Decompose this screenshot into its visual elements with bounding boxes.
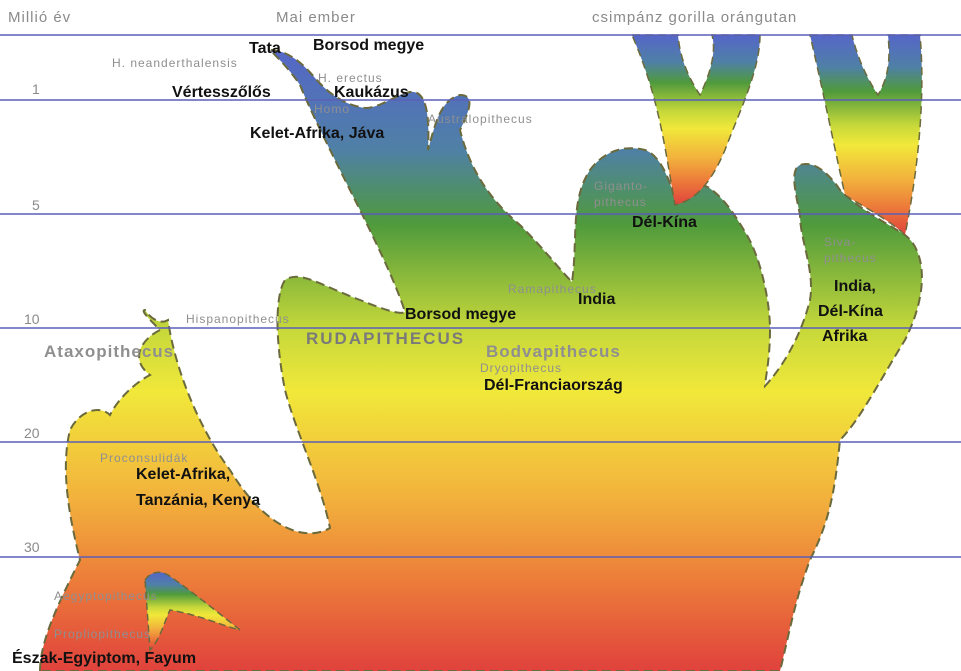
taxon-gigantopithecus-2: pithecus: [594, 196, 647, 209]
taxon-dryopithecus: Dryopithecus: [480, 362, 562, 375]
location-tanzania-kenya: Tanzánia, Kenya: [136, 492, 260, 510]
taxon-gigantopithecus-1: Giganto-: [594, 180, 648, 193]
location-tata: Tata: [249, 40, 281, 58]
location-siva-india: India,: [834, 278, 876, 296]
location-kaukazus: Kaukázus: [334, 84, 409, 102]
y-axis-title: Millió év: [8, 10, 71, 27]
taxon-ataxopithecus: Ataxopithecus: [44, 343, 174, 362]
location-eszak-egyiptom: Észak-Egyiptom, Fayum: [12, 650, 196, 668]
modern-human-label: Mai ember: [276, 10, 356, 27]
taxon-neanderthalensis: H. neanderthalensis: [112, 57, 238, 70]
taxon-sivapithecus-2: pithecus: [824, 252, 877, 265]
taxon-rudapithecus: RUDAPITHECUS: [306, 330, 465, 349]
location-siva-afrika: Afrika: [822, 328, 867, 346]
location-kelet-afrika: Kelet-Afrika,: [136, 466, 230, 484]
location-borsod-top: Borsod megye: [313, 37, 424, 55]
location-kelet-afrika-java: Kelet-Afrika, Jáva: [250, 125, 384, 143]
taxon-propliopithecus: Propliopithecus: [54, 628, 151, 641]
taxon-aegyptopithecus: Aegyptopithecus: [54, 590, 158, 603]
tick-5: 5: [32, 198, 40, 213]
location-del-franciaorszag: Dél-Franciaország: [484, 377, 623, 395]
tick-10: 10: [24, 312, 40, 327]
tick-1: 1: [32, 82, 40, 97]
taxon-hispanopithecus: Hispanopithecus: [186, 313, 290, 326]
location-india-rama: India: [578, 291, 615, 309]
location-borsod-mid: Borsod megye: [405, 306, 516, 324]
apes-label: csimpánz gorilla orángutan: [592, 10, 797, 27]
tick-20: 20: [24, 426, 40, 441]
location-del-kina-giganto: Dél-Kína: [632, 214, 697, 232]
taxon-homo: Homo: [314, 103, 350, 116]
taxon-australopithecus: Australopithecus: [428, 113, 533, 126]
tick-30: 30: [24, 540, 40, 555]
taxon-sivapithecus-1: Siva-: [824, 236, 856, 249]
location-vertesszolos: Vértesszőlős: [172, 84, 271, 102]
location-siva-del-kina: Dél-Kína: [818, 303, 883, 321]
taxon-bodvapithecus: Bodvapithecus: [486, 343, 621, 362]
taxon-proconsulidak: Proconsulidák: [100, 452, 188, 465]
